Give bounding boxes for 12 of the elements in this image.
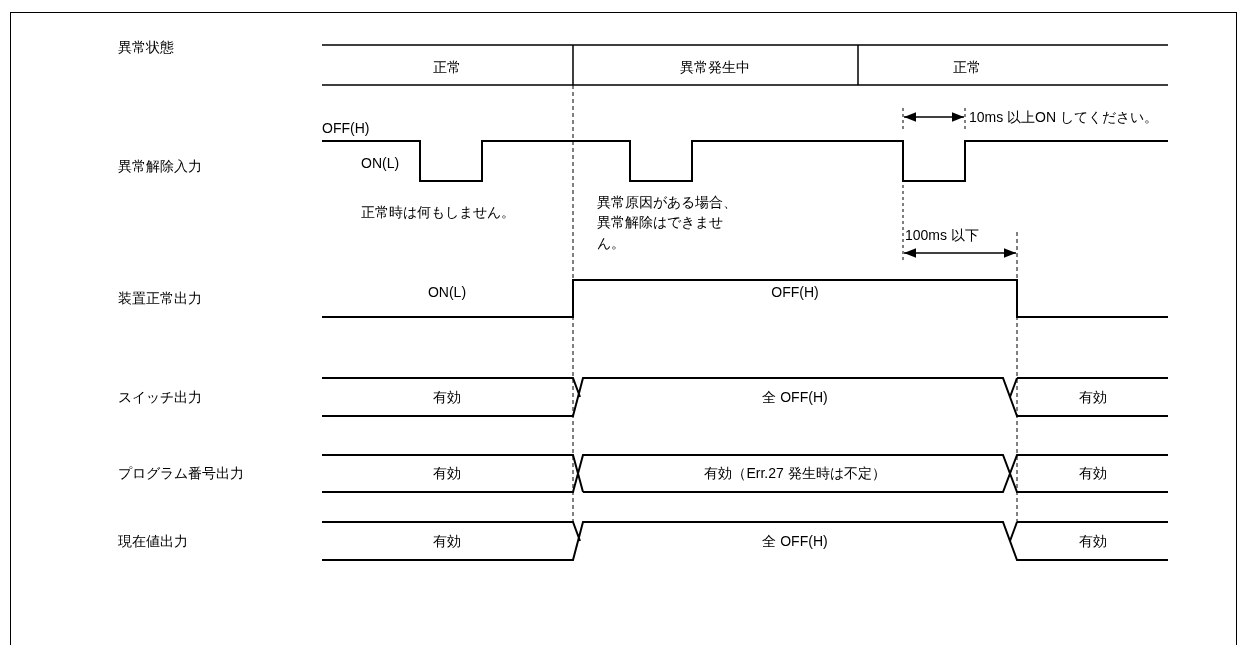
note-text: 異常原因がある場合、異常解除はできません。 — [597, 192, 738, 253]
row-label: スイッチ出力 — [118, 387, 202, 407]
row-label: 100ms 以下 — [905, 225, 979, 245]
row-label: 異常解除入力 — [118, 156, 202, 176]
row-label: ON(L) — [361, 153, 400, 173]
row-label: プログラム番号出力 — [118, 463, 244, 483]
row-label: 装置正常出力 — [118, 288, 202, 308]
row-label: 現在値出力 — [118, 531, 188, 551]
row-label: OFF(H) — [322, 118, 370, 138]
row-label: 異常状態 — [118, 37, 174, 57]
row-label: 正常時は何もしません。 — [361, 202, 515, 222]
row-label: 10ms 以上ON してください。 — [969, 107, 1158, 127]
